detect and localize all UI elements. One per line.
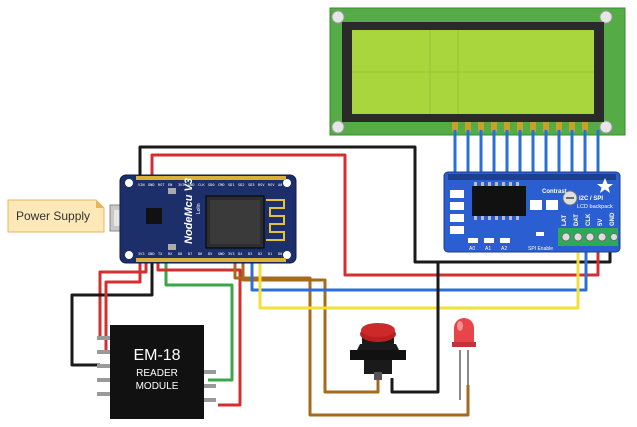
nodemcu-top-pin-3: EN	[168, 183, 172, 187]
wire-red-rfid-2	[104, 262, 142, 352]
nodemcu-top-pin-8: CMD	[218, 183, 225, 187]
nodemcu-top-pin-9: SD1	[228, 183, 235, 187]
wire-black-button	[390, 262, 440, 394]
nodemcu-bottom-pin-7: D5	[208, 252, 212, 256]
rfid-line3: MODULE	[136, 381, 179, 392]
lcd-ribbon-wires	[453, 130, 600, 178]
backpack-pin-clk: CLK	[586, 213, 592, 226]
power-supply-tag: Power Supply	[7, 199, 105, 233]
nodemcu-bottom-pin-5: D7	[188, 252, 192, 256]
nodemcu-top-pin-0: VIN	[138, 183, 145, 187]
nodemcu-bottom-pin-12: D2	[258, 252, 262, 256]
nodemcu-bottom-pin-13: D1	[268, 252, 272, 256]
wire-brown-1	[233, 262, 470, 417]
wire-yellow	[258, 235, 580, 310]
backpack-pin-dat: DAT	[574, 214, 580, 226]
backpack-pin-gnd: GND	[610, 212, 616, 226]
spi-enable-label: SPI Enable	[528, 246, 553, 252]
nodemcu-logo: NodeMcu V3	[183, 178, 195, 244]
nodemcu-bottom-pin-9: 3V3	[228, 252, 235, 256]
lcd-backpack: Contrast I2C / SPI LCD backpack LAT DAT …	[443, 171, 621, 253]
backpack-title: I2C / SPI	[579, 196, 603, 202]
nodemcu-bottom-pin-11: D3	[248, 252, 252, 256]
nodemcu-top-pin-4: 3V3	[178, 183, 185, 187]
nodemcu-bottom-pin-14: D0	[278, 252, 282, 256]
nodemcu-vendor: Lolin	[196, 203, 202, 214]
backpack-subtitle: LCD backpack	[577, 204, 613, 210]
wire-brown-2	[241, 262, 380, 394]
wire-red-top	[150, 153, 600, 277]
nodemcu-bottom-pin-8: GND	[218, 252, 225, 256]
backpack-pin-5v: 5V	[598, 219, 604, 226]
nodemcu-top-pin-1: GND	[148, 183, 155, 187]
nodemcu-bottom-pin-0: 3V3	[138, 252, 145, 256]
antenna	[266, 199, 285, 241]
nodemcu-bottom-pin-6: D6	[198, 252, 202, 256]
wires	[70, 145, 612, 417]
nodemcu-bottom-pin-3: RX	[168, 252, 173, 256]
lcd-display	[329, 7, 626, 136]
red-led	[452, 318, 476, 347]
nodemcu-bottom-pin-10: D4	[238, 252, 242, 256]
wire-black-top	[138, 145, 612, 264]
addr-a2: A2	[501, 246, 507, 252]
nodemcu-top-pin-11: SD3	[248, 183, 255, 187]
rfid-title: EM-18	[133, 347, 180, 364]
nodemcu-bottom-pin-1: GND	[148, 252, 155, 256]
wire-green	[164, 262, 234, 382]
nodemcu-bottom-pin-4: D8	[178, 252, 182, 256]
star-logo	[597, 178, 613, 193]
push-button	[350, 323, 406, 380]
nodemcu-top-pin-2: RST	[158, 183, 165, 187]
nodemcu-top-pin-6: CLK	[198, 183, 205, 187]
nodemcu-top-pin-5: GND	[188, 183, 195, 187]
usb-chip	[146, 208, 162, 224]
nodemcu-top-pin-12: RSV	[258, 183, 265, 187]
backpack-pin-lat: LAT	[562, 214, 568, 226]
wire-blue	[250, 235, 588, 292]
contrast-label: Contrast	[542, 189, 567, 195]
em18-rfid-module: EM-18 READER MODULE	[97, 325, 216, 419]
nodemcu-top-pin-13: RSV	[268, 183, 275, 187]
nodemcu-top-pin-14: A0	[278, 183, 282, 187]
wire-black-rfid	[70, 262, 154, 367]
addr-a0: A0	[469, 246, 475, 252]
backpack-chip	[472, 186, 526, 216]
nodemcu-top-pin-7: SD0	[208, 183, 215, 187]
nodemcu-top-pin-10: SD2	[238, 183, 245, 187]
power-supply-label: Power Supply	[16, 209, 90, 223]
wire-red-rfid-right	[156, 262, 242, 407]
addr-a1: A1	[485, 246, 491, 252]
rfid-line2: READER	[136, 368, 178, 379]
nodemcu-bottom-pin-2: TX	[158, 252, 163, 256]
